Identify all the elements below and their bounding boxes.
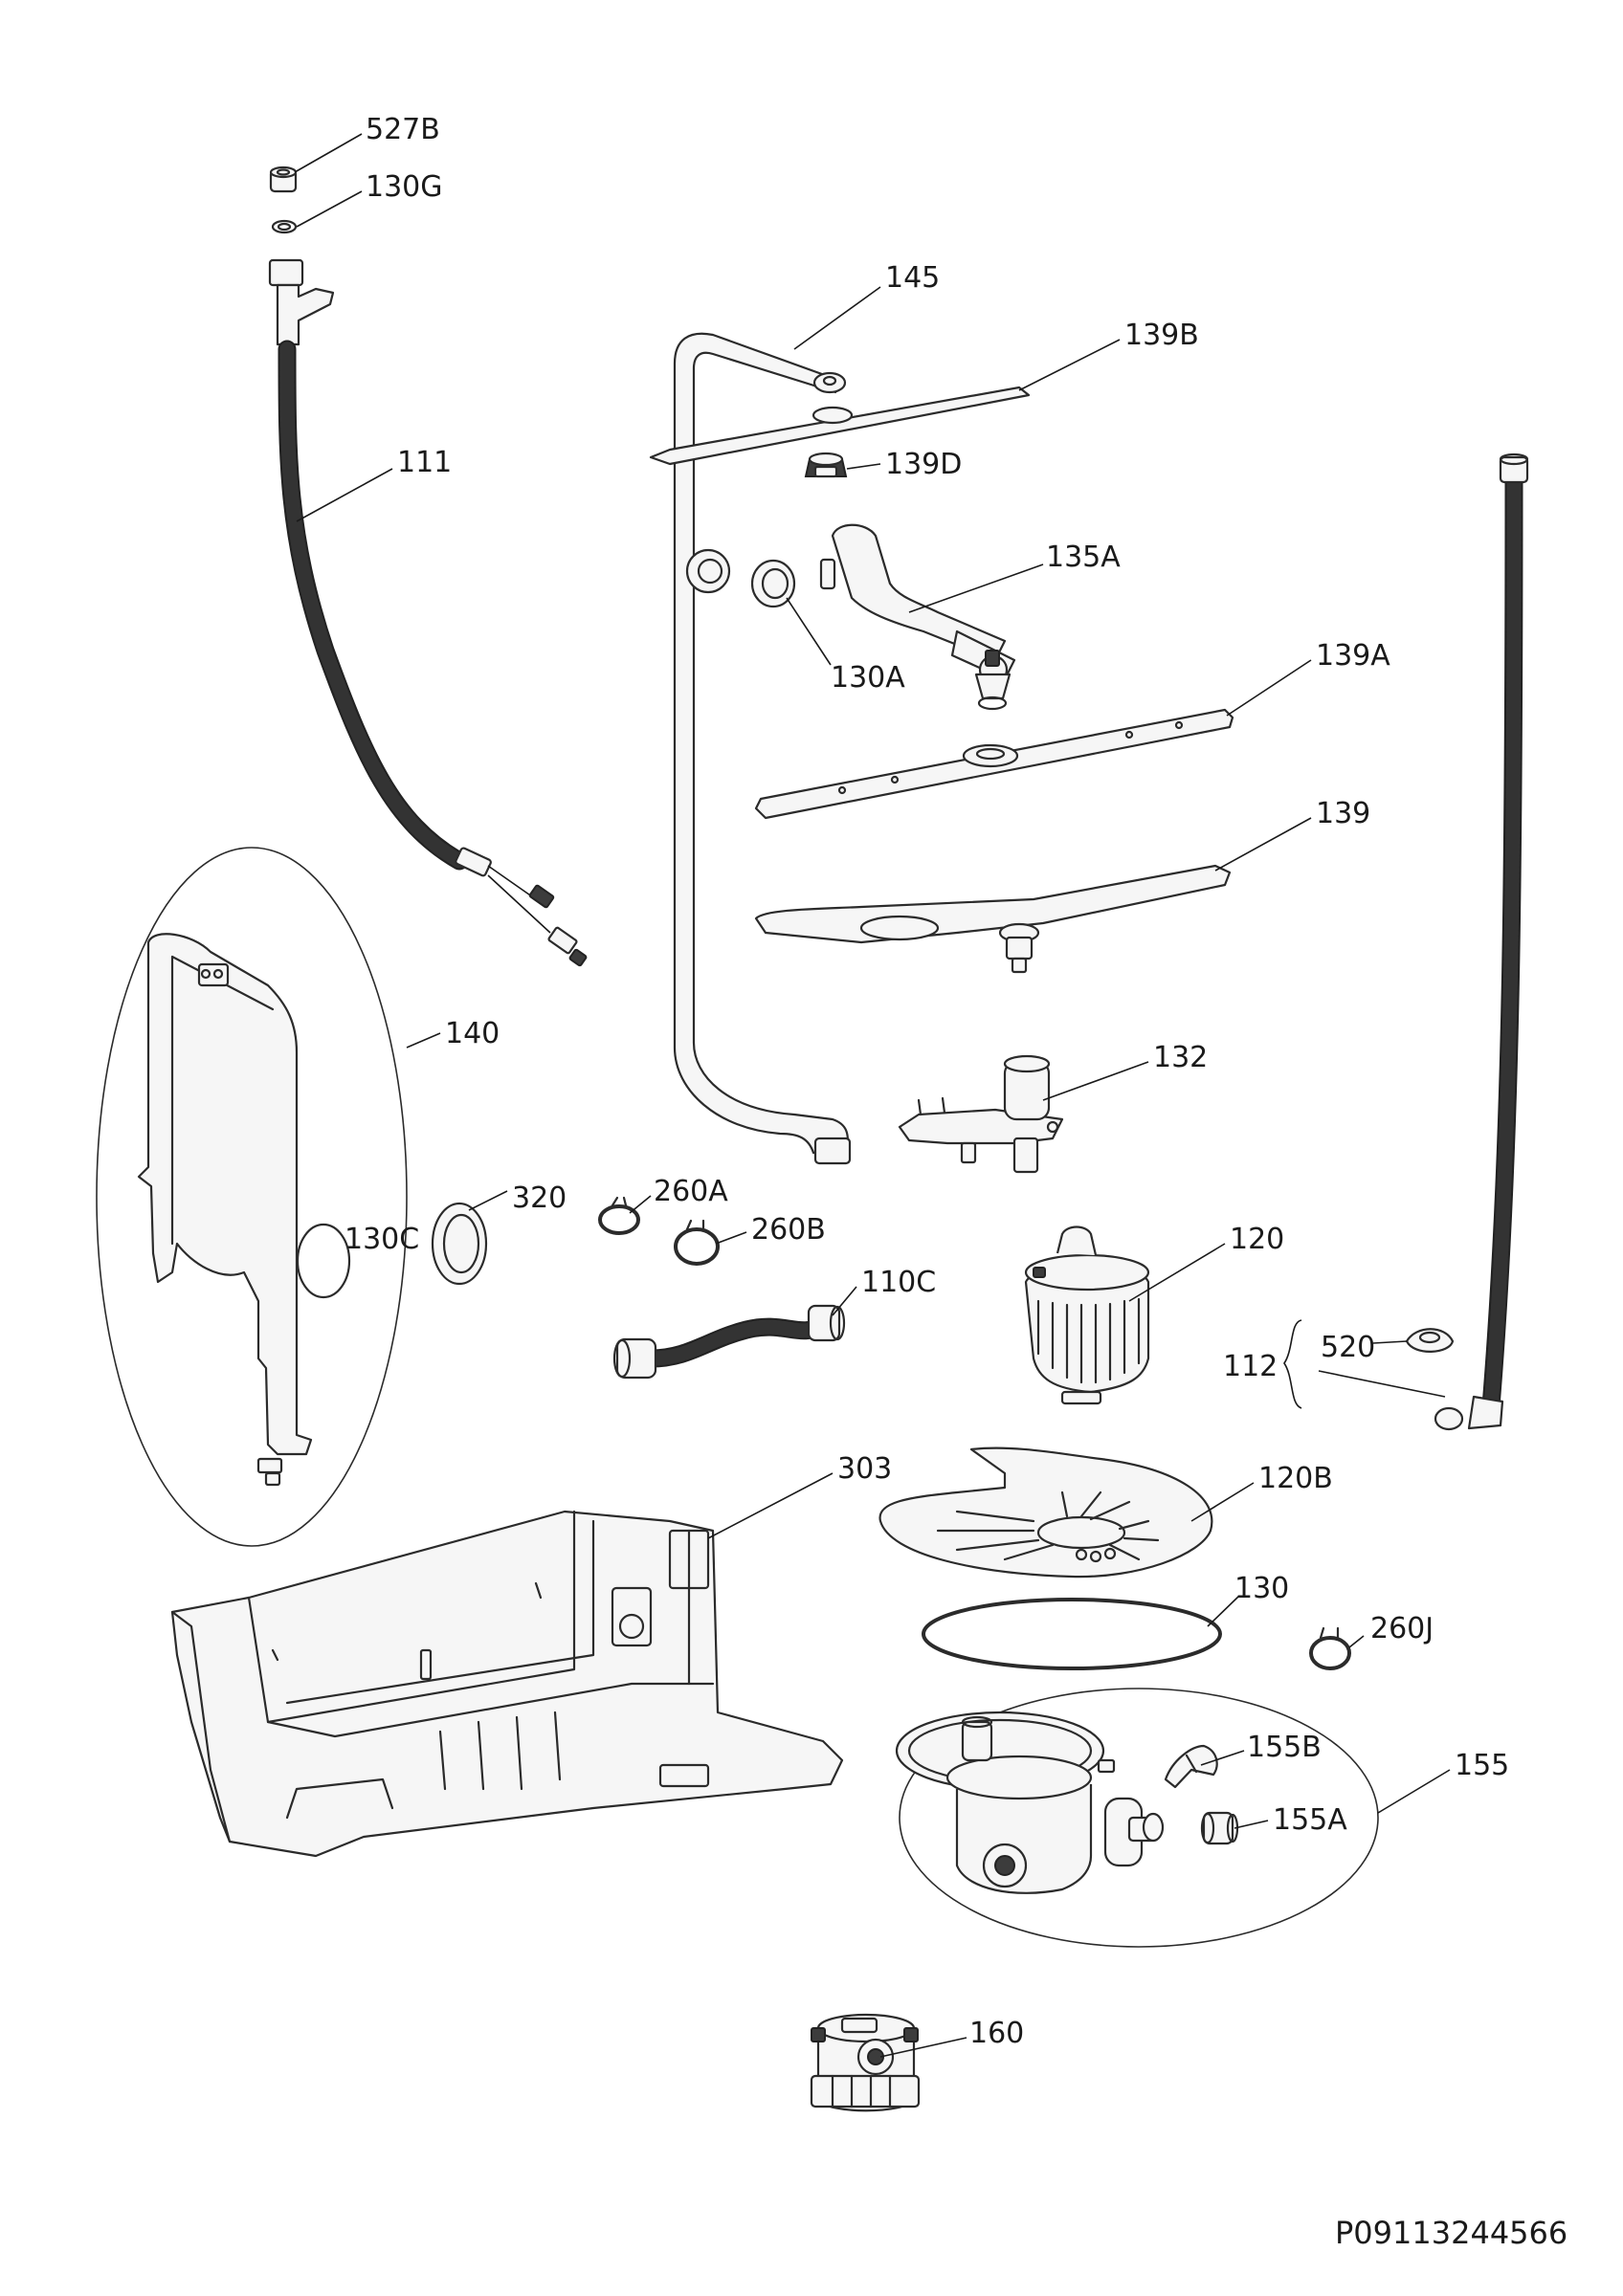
callout-155B: 155B bbox=[1247, 1731, 1322, 1764]
part-130A-seal[interactable] bbox=[750, 559, 796, 608]
part-527B-cap[interactable] bbox=[269, 166, 298, 193]
part-111-inlet-hose[interactable] bbox=[268, 258, 588, 967]
part-139D-nut[interactable] bbox=[804, 452, 848, 478]
part-130G-washer[interactable] bbox=[271, 219, 298, 234]
part-132-support-bracket[interactable] bbox=[898, 1054, 1064, 1174]
callout-135A: 135A bbox=[1046, 541, 1121, 574]
callout-130: 130 bbox=[1234, 1572, 1289, 1605]
part-130C-seal[interactable] bbox=[296, 1223, 351, 1299]
part-145-upper-spray-pipe[interactable] bbox=[673, 332, 852, 1165]
part-120-filter[interactable] bbox=[1024, 1225, 1150, 1405]
part-139B-upper-spray-arm[interactable] bbox=[649, 386, 1031, 466]
callout-160: 160 bbox=[969, 2017, 1024, 2050]
callout-155: 155 bbox=[1455, 1749, 1509, 1782]
callout-130A: 130A bbox=[831, 661, 905, 695]
callout-139A: 139A bbox=[1316, 639, 1390, 673]
callout-139D: 139D bbox=[885, 448, 962, 481]
callout-130C: 130C bbox=[345, 1223, 419, 1256]
part-140-detail-circle bbox=[96, 847, 408, 1547]
callout-120: 120 bbox=[1230, 1223, 1284, 1256]
callout-260J: 260J bbox=[1370, 1612, 1434, 1645]
part-112-drain-hose[interactable] bbox=[1434, 453, 1529, 1431]
part-139A-middle-spray-arm[interactable] bbox=[754, 708, 1234, 820]
callout-130G: 130G bbox=[366, 170, 443, 204]
callout-110C: 110C bbox=[861, 1266, 936, 1299]
callout-260B: 260B bbox=[751, 1213, 826, 1247]
callout-112: 112 bbox=[1223, 1350, 1278, 1383]
callout-303: 303 bbox=[837, 1452, 892, 1486]
callout-140: 140 bbox=[445, 1017, 500, 1050]
part-520-clip[interactable] bbox=[1405, 1328, 1455, 1353]
leader-lines bbox=[294, 133, 1451, 2058]
callout-320: 320 bbox=[512, 1181, 567, 1215]
part-260J-clamp[interactable] bbox=[1309, 1626, 1351, 1670]
callout-527B: 527B bbox=[366, 113, 440, 146]
part-155B-flap[interactable] bbox=[1164, 1744, 1218, 1789]
callout-139: 139 bbox=[1316, 797, 1370, 830]
part-135A-arm-support[interactable] bbox=[819, 523, 1016, 711]
part-139-lower-spray-arm[interactable] bbox=[754, 864, 1232, 974]
callout-260A: 260A bbox=[654, 1175, 728, 1208]
part-320-gasket[interactable] bbox=[431, 1202, 488, 1286]
part-260A-clamp[interactable] bbox=[598, 1196, 640, 1235]
part-155-sump[interactable] bbox=[895, 1711, 1165, 1894]
callout-132: 132 bbox=[1153, 1041, 1208, 1074]
part-160-pump[interactable] bbox=[810, 2013, 921, 2112]
callout-155A: 155A bbox=[1273, 1803, 1347, 1837]
part-110C-hose[interactable] bbox=[612, 1304, 846, 1380]
callout-111: 111 bbox=[397, 446, 452, 479]
part-155A-connector[interactable] bbox=[1200, 1811, 1239, 1845]
callout-120B: 120B bbox=[1258, 1462, 1333, 1495]
part-140-side-pipe[interactable] bbox=[137, 933, 313, 1487]
part-303-base-tray[interactable] bbox=[170, 1510, 844, 1858]
callout-520: 520 bbox=[1321, 1331, 1375, 1364]
part-260B-clamp[interactable] bbox=[674, 1219, 720, 1266]
part-120B-filter-plate[interactable] bbox=[878, 1446, 1213, 1578]
callout-145: 145 bbox=[885, 261, 940, 295]
callout-labels: 527B 130G 145 139B 111 139D 135A 130A 13… bbox=[345, 113, 1509, 2050]
part-130-seal-ring[interactable] bbox=[922, 1598, 1222, 1670]
callout-139B: 139B bbox=[1124, 319, 1199, 352]
drawing-code: P09113244566 bbox=[1335, 2215, 1567, 2251]
part-155-detail-circle bbox=[899, 1688, 1379, 1948]
